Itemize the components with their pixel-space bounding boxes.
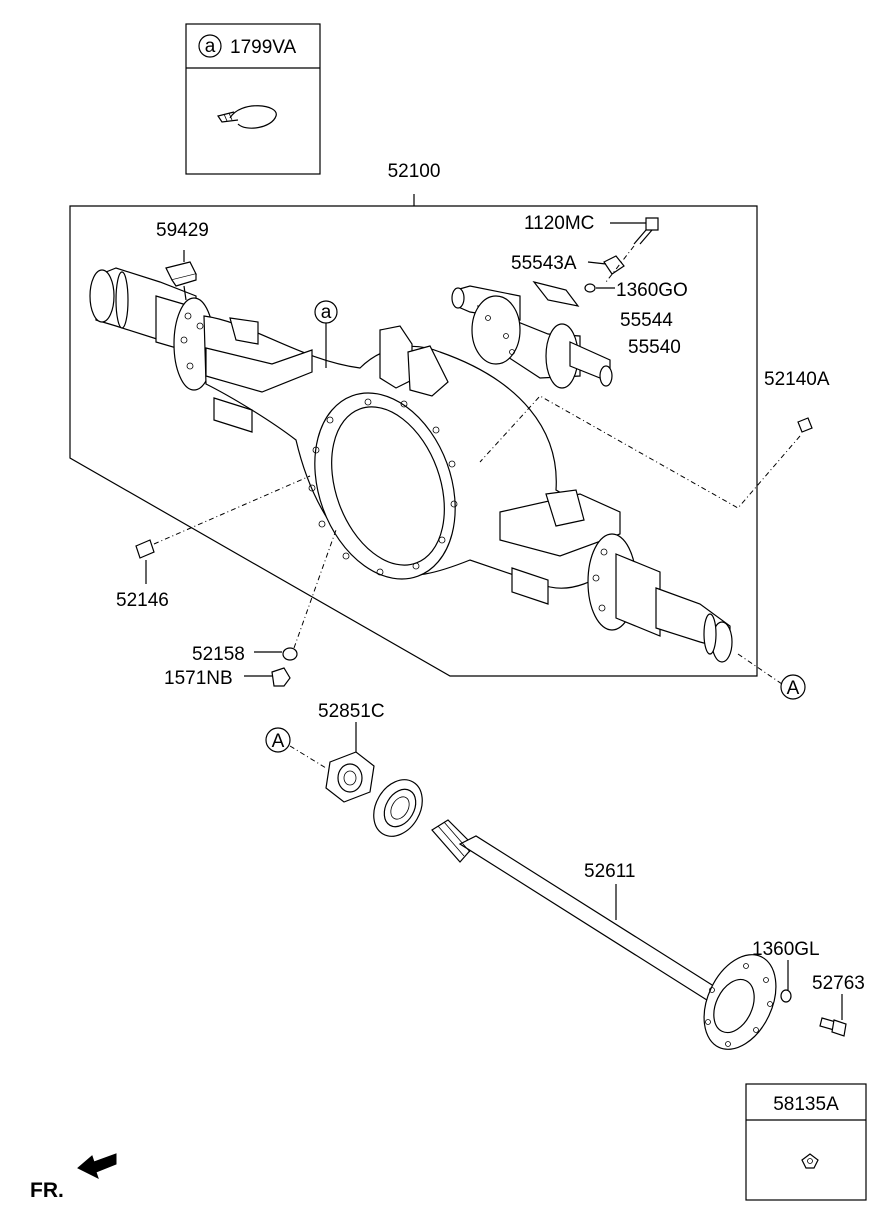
marker-A-bottom-letter: A bbox=[272, 731, 285, 752]
bottom-box-label: 58135A bbox=[773, 1094, 839, 1115]
front-indicator-label: FR. bbox=[30, 1179, 64, 1202]
callout-52140a: 52140A bbox=[764, 369, 830, 390]
callout-59429: 59429 bbox=[156, 220, 209, 241]
washer-52158[interactable] bbox=[254, 647, 298, 661]
ref-part-label: 1799VA bbox=[230, 37, 297, 58]
ref-circle-letter: a bbox=[205, 36, 216, 57]
ref-box-1799va[interactable]: a 1799VA bbox=[185, 23, 321, 175]
marker-A-bottom[interactable]: A bbox=[265, 727, 327, 769]
callout-52100: 52100 bbox=[388, 161, 441, 182]
front-indicator: FR. bbox=[30, 1153, 117, 1202]
axle-housing[interactable] bbox=[89, 267, 733, 663]
bushing-55543a[interactable] bbox=[587, 255, 625, 275]
locknut-52851c[interactable] bbox=[325, 722, 375, 803]
housing-group-outline: 52100 bbox=[69, 161, 758, 677]
callout-1360go: 1360GO bbox=[616, 280, 688, 301]
pin-52146[interactable] bbox=[135, 475, 311, 584]
front-arrow-icon bbox=[77, 1153, 117, 1179]
callout-1360gl: 1360GL bbox=[752, 939, 820, 960]
callout-1571nb: 1571NB bbox=[164, 668, 233, 689]
nipple-1360go[interactable] bbox=[584, 283, 615, 293]
clip-icon bbox=[801, 1153, 819, 1169]
marker-A-top[interactable]: A bbox=[737, 653, 806, 700]
marker-a-letter: a bbox=[321, 302, 332, 323]
callout-55543a: 55543A bbox=[511, 253, 577, 274]
callout-1120mc: 1120MC bbox=[524, 213, 594, 234]
marker-a-housing[interactable]: a bbox=[314, 300, 338, 368]
gasket-55544[interactable] bbox=[532, 280, 580, 307]
callout-52851c: 52851C bbox=[318, 701, 385, 722]
callout-52146: 52146 bbox=[116, 590, 169, 611]
bearing[interactable] bbox=[364, 771, 432, 845]
ref-box-58135a[interactable]: 58135A bbox=[745, 1083, 867, 1201]
washer-1360gl[interactable] bbox=[780, 960, 792, 1003]
nut-1571nb[interactable] bbox=[244, 667, 291, 687]
callout-55544: 55544 bbox=[620, 310, 673, 331]
bolt-52763[interactable] bbox=[819, 994, 847, 1037]
bolt-1120mc[interactable] bbox=[605, 217, 659, 283]
plug-52140a[interactable] bbox=[479, 395, 813, 509]
cable-tie-icon bbox=[217, 105, 277, 129]
callout-55540: 55540 bbox=[628, 337, 681, 358]
carrier-bolt-holes bbox=[308, 398, 458, 576]
axle-shaft-52611[interactable] bbox=[431, 819, 790, 1061]
callout-52611: 52611 bbox=[584, 861, 635, 882]
callout-52763: 52763 bbox=[812, 973, 865, 994]
bracket-59429[interactable] bbox=[165, 250, 197, 301]
marker-A-top-letter: A bbox=[787, 678, 800, 699]
callout-52158: 52158 bbox=[192, 644, 245, 665]
hub-assembly-55540[interactable] bbox=[451, 285, 613, 389]
